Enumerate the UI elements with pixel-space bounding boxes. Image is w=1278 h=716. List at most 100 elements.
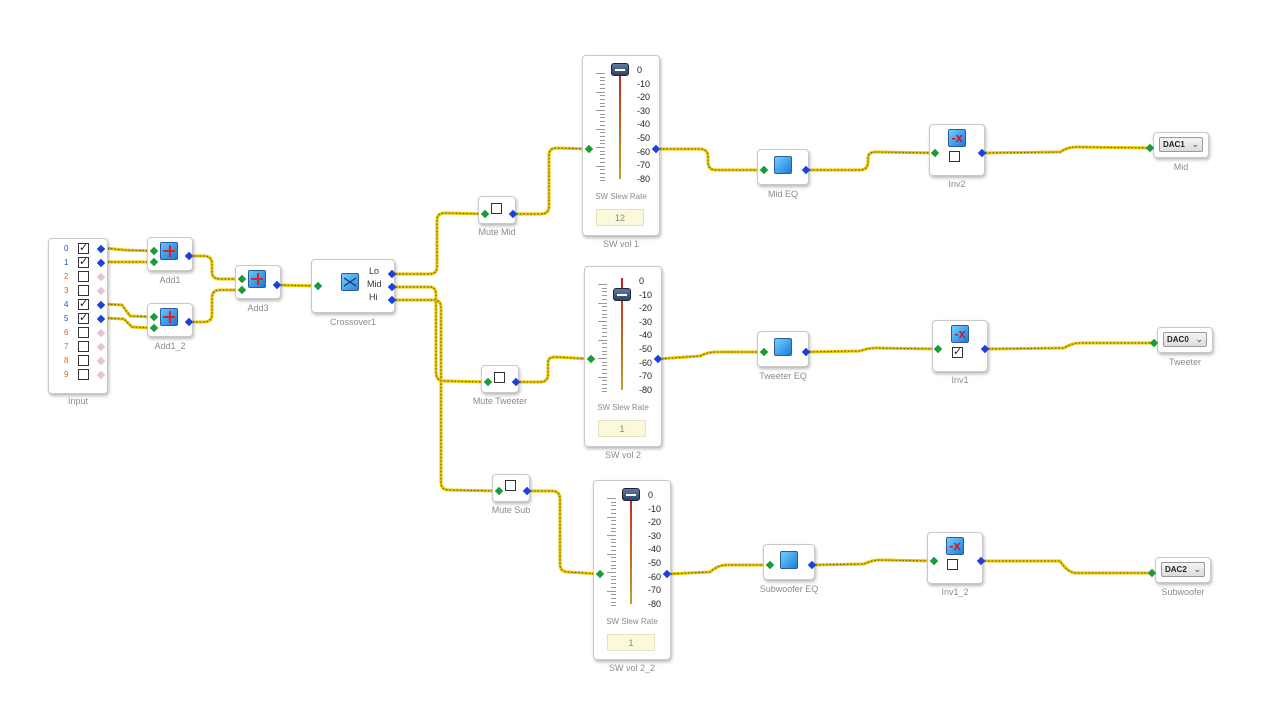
input-channel-checkbox[interactable] [78,355,89,366]
mute-tweeter-caption: Mute Tweeter [472,396,528,406]
inv1-2-block[interactable]: -x [927,532,983,584]
invert-icon: -x [951,325,969,343]
scale-tick [602,365,607,367]
input-channel-checkbox[interactable]: ✓ [78,242,89,254]
input-channel-index: 8 [64,356,69,365]
dac-sub-select[interactable]: DAC2⌄ [1161,562,1205,577]
crossover-block[interactable]: Lo Mid Hi [311,259,395,313]
scale-tick [611,538,616,540]
dac-tweeter-block[interactable]: DAC0⌄ [1157,327,1213,353]
wire-inv1-2-dac-sub[interactable] [981,559,1152,575]
wire-mute-tweeter-vol2[interactable] [516,355,592,384]
chevron-down-icon: ⌄ [1195,334,1203,344]
scale-tick [596,128,605,130]
wire-mid-eq-inv2[interactable] [806,150,936,172]
scale-tick [600,76,605,78]
wire-vol1-mid-eq[interactable] [656,147,764,172]
dac-mid-caption: Mid [1173,162,1189,172]
input-channel-checkbox[interactable]: ✓ [78,312,89,324]
wire-input0-add1[interactable] [103,246,155,253]
wire-crossover-hi-mute-sub[interactable] [392,298,500,493]
sw-vol-2-2-block[interactable] [593,480,671,660]
wire-sub-eq-inv1-2[interactable] [811,558,935,567]
sw-vol-1-slew-rate-field[interactable]: 12 [596,209,644,226]
wire-tweeter-eq-inv1[interactable] [805,346,939,354]
subwoofer-eq-caption: Subwoofer EQ [759,584,819,594]
input-channel-index: 0 [64,244,69,253]
sw-vol-1-slider-thumb[interactable] [611,63,629,76]
input-channel-index: 7 [64,342,69,351]
inv2-caption: Inv2 [948,179,966,189]
dac-mid-select[interactable]: DAC1⌄ [1159,137,1203,152]
inv1-block[interactable]: -x ✓ [932,320,988,372]
sw-vol-1-scale-label: 0 [637,65,643,75]
scale-tick [600,169,605,171]
inv2-block[interactable]: -x [929,124,985,176]
wire-add1-2-add3[interactable] [189,288,242,324]
sw-vol-2-2-slew-rate-field[interactable]: 1 [607,634,655,651]
input-channel-checkbox[interactable] [78,369,89,380]
sw-vol-2-caption: SW vol 2 [604,450,641,460]
wire-mute-sub-vol2-2[interactable] [527,489,601,576]
inv1-2-checkbox[interactable] [947,559,958,570]
add3-block[interactable] [235,265,281,299]
mute-tweeter-checkbox[interactable] [494,372,505,383]
sw-vol-1-scale-label: -10 [637,78,651,89]
sw-vol-2-scale-label: -70 [639,371,653,382]
input-channel-index: 5 [64,314,69,323]
scale-tick [596,110,605,111]
input-channel-checkbox[interactable]: ✓ [78,256,89,268]
sw-vol-1-block[interactable] [582,55,660,236]
wire-inv1-dac-tweeter[interactable] [984,341,1154,351]
wire-vol2-2-sub-eq[interactable] [666,563,770,576]
scale-tick [600,102,605,104]
crossover-icon [341,273,359,291]
sw-vol-1-scale-label: -80 [637,173,651,184]
eq-icon [774,338,792,356]
dac-sub-block[interactable]: DAC2⌄ [1155,557,1211,583]
dac-mid-value: DAC1 [1163,140,1185,149]
input-channel-checkbox[interactable] [78,341,89,352]
inv1-checkbox[interactable]: ✓ [952,346,963,358]
wire-input5-add1-2[interactable] [103,316,155,330]
input-caption: Input [67,396,89,406]
sw-vol-2-2-slider-thumb[interactable] [622,488,640,501]
scale-tick [600,98,605,100]
sw-vol-1-scale-label: -70 [637,160,651,171]
wire-inv2-dac-mid[interactable] [981,145,1151,155]
scale-tick [602,287,607,289]
sw-vol-2-2-caption: SW vol 2_2 [608,663,656,673]
wire-crossover-lo-mute-mid[interactable] [392,211,486,276]
sw-vol-2-slider-thumb[interactable] [613,287,631,301]
dac-mid-block[interactable]: DAC1⌄ [1153,132,1209,158]
mute-sub-checkbox[interactable] [505,480,516,491]
scale-tick [611,512,616,514]
scale-tick [598,321,607,322]
wire-vol2-tweeter-eq[interactable] [657,350,764,361]
crossover-output-mid: Mid [367,279,382,289]
mute-sub-caption: Mute Sub [491,505,531,515]
scale-tick [602,306,607,308]
mute-mid-checkbox[interactable] [491,203,502,214]
sw-vol-2-track [621,278,623,390]
sw-vol-2-scale-label: -10 [639,289,653,300]
wire-mute-mid-vol1[interactable] [513,146,590,216]
sw-vol-1-scale-label: -40 [637,119,651,130]
input-channel-checkbox[interactable] [78,327,89,338]
inv2-checkbox[interactable] [949,151,960,162]
wire-add1-add3[interactable] [189,254,242,281]
sw-vol-2-slew-rate-field[interactable]: 1 [598,420,646,437]
scale-tick [600,161,605,163]
input-channel-checkbox[interactable] [78,271,89,282]
scale-tick [607,553,616,555]
scale-tick [600,95,605,97]
input-channel-checkbox[interactable] [78,285,89,296]
sw-vol-2-scale-label: -30 [639,316,653,327]
scale-tick [611,560,616,562]
eq-icon [780,551,798,569]
dac-tweeter-select[interactable]: DAC0⌄ [1163,332,1207,347]
input-channel-checkbox[interactable]: ✓ [78,298,89,310]
sw-vol-2-scale-label: -60 [639,357,653,368]
wire-input4-add1-2[interactable] [103,302,155,319]
